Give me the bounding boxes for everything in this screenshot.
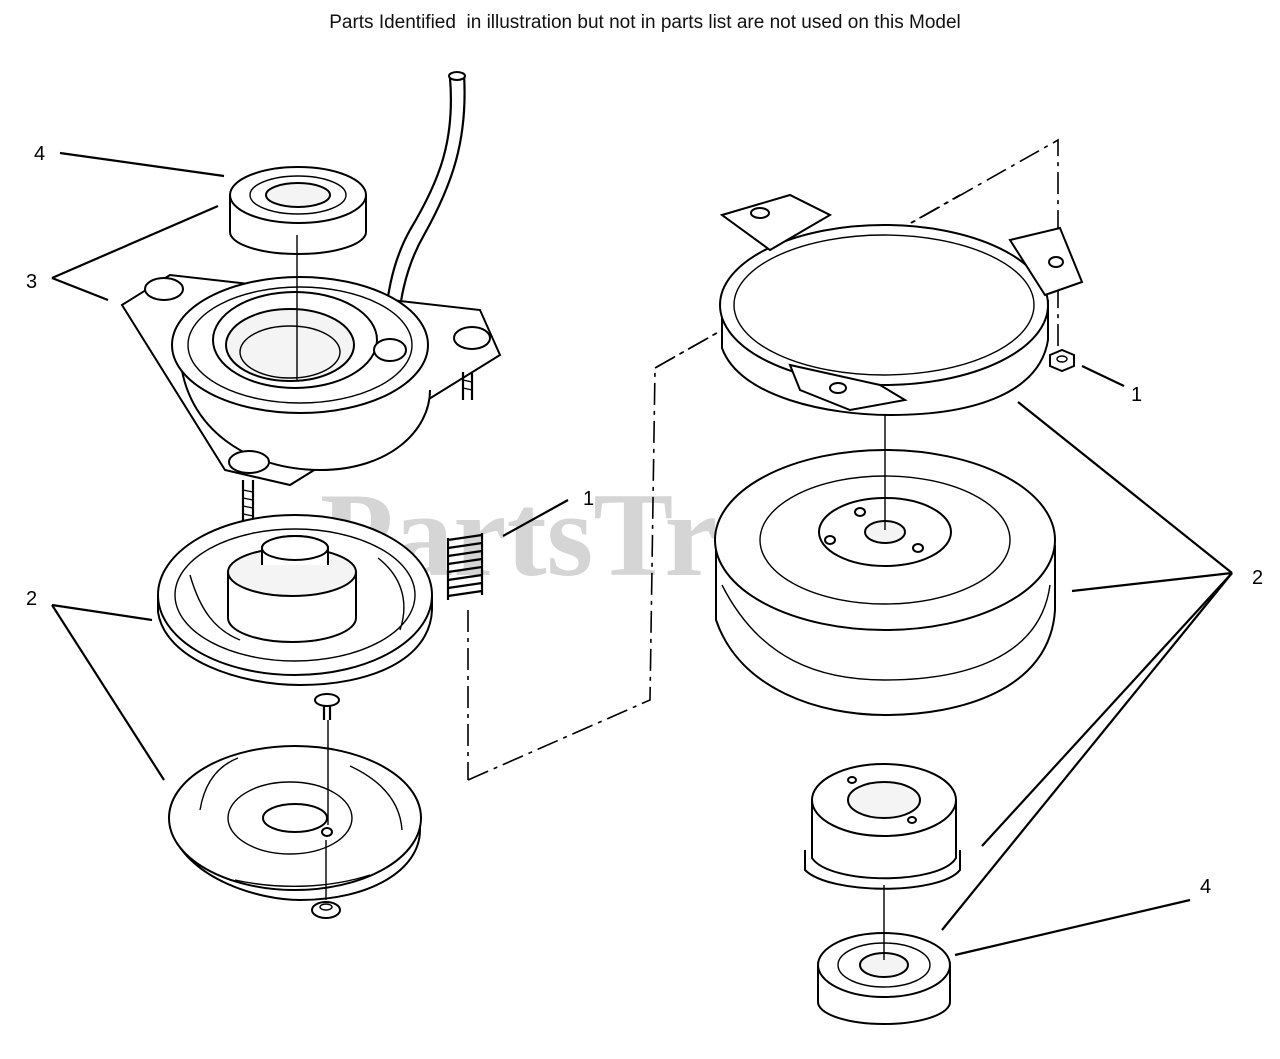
spring xyxy=(446,533,484,600)
hex-nut xyxy=(1049,348,1075,373)
leader-right-2-d xyxy=(941,572,1233,931)
callout-left-2: 2 xyxy=(26,588,37,610)
leader-left-3-b xyxy=(51,276,109,302)
leader-left-3-a xyxy=(51,204,219,280)
callout-right-4: 4 xyxy=(1200,876,1211,898)
leader-left-2-b xyxy=(51,604,165,781)
bearing-top-left xyxy=(229,166,367,255)
hub-spacer xyxy=(804,763,961,890)
bolt-right xyxy=(461,372,474,400)
leader-right-2-c xyxy=(981,572,1233,847)
callout-left-3: 3 xyxy=(26,271,37,293)
callout-left-4: 4 xyxy=(34,143,45,165)
header-note: Parts Identified in illustration but not… xyxy=(329,12,961,33)
bolt-left xyxy=(241,480,255,525)
rivet xyxy=(314,693,340,720)
leader-right-2-a xyxy=(1017,401,1233,574)
leader-right-4 xyxy=(954,898,1191,957)
clutch-housing xyxy=(719,193,1084,417)
bearing-bottom-right xyxy=(817,932,951,1025)
callout-right-1: 1 xyxy=(1131,384,1142,406)
leader-left-4 xyxy=(59,151,225,178)
leader-left-2-a xyxy=(51,603,153,622)
pulley xyxy=(714,449,1056,717)
field-plate xyxy=(120,273,502,487)
brake-plate xyxy=(168,745,422,902)
leader-right-2-b xyxy=(1071,571,1233,593)
callout-right-2: 2 xyxy=(1252,567,1263,589)
leader-center-1 xyxy=(502,499,569,537)
callout-center-1: 1 xyxy=(583,488,594,510)
rotor xyxy=(157,514,433,687)
bottom-nut xyxy=(311,901,341,919)
leader-right-1 xyxy=(1081,365,1125,387)
